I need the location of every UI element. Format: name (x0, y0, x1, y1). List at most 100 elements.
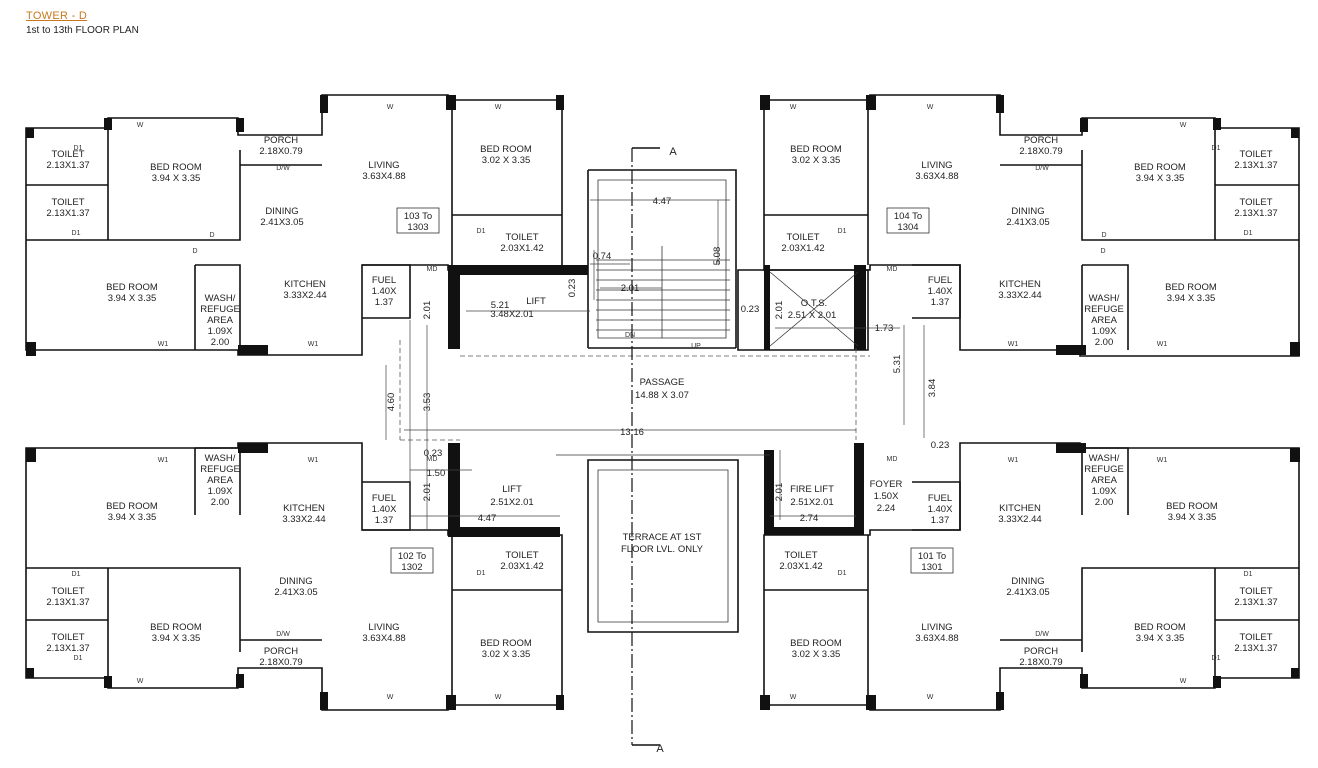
svg-text:D/W: D/W (276, 631, 290, 638)
dim-2.01-stair: 2.01 (621, 283, 640, 294)
ots-label: O.T.S.2.51 X 2.01 (788, 298, 837, 321)
svg-text:D: D (1100, 248, 1105, 255)
svg-text:UP: UP (691, 343, 701, 350)
dim-2.74: 2.74 (800, 513, 819, 524)
svg-text:D1: D1 (838, 228, 847, 235)
svg-text:W1: W1 (308, 341, 319, 348)
dim-4.47-top: 4.47 (653, 196, 672, 207)
svg-text:MD: MD (887, 456, 898, 463)
svg-text:D/W: D/W (1035, 631, 1049, 638)
floor-subtitle: 1st to 13th FLOOR PLAN (26, 25, 139, 36)
svg-text:W1: W1 (1008, 341, 1019, 348)
svg-text:W1: W1 (1157, 341, 1168, 348)
unit-104-walls (760, 94, 1300, 357)
section-marker-top: A (669, 146, 677, 158)
dim-0.23-stair: 0.23 (567, 279, 578, 298)
svg-text:D1: D1 (1244, 571, 1253, 578)
svg-text:D: D (1101, 232, 1106, 239)
dim-1.50: 1.50 (427, 468, 446, 479)
unit-103-walls (25, 94, 564, 356)
svg-text:W1: W1 (308, 457, 319, 464)
dim-0.23-ots: 0.23 (741, 304, 760, 315)
core-walls (399, 169, 870, 633)
dim-3.84: 3.84 (927, 379, 938, 398)
svg-text:W1: W1 (1157, 457, 1168, 464)
svg-text:W: W (790, 694, 797, 701)
svg-text:D1: D1 (74, 655, 83, 662)
svg-text:D1: D1 (72, 230, 81, 237)
plan-header: TOWER - D 1st to 13th FLOOR PLAN (26, 10, 139, 36)
svg-text:W: W (495, 694, 502, 701)
dim-5.31: 5.31 (892, 355, 903, 374)
unit-number-box (910, 547, 954, 574)
unit-102-walls (25, 442, 564, 711)
svg-text:D/W: D/W (1035, 165, 1049, 172)
svg-text:MD: MD (887, 266, 898, 273)
svg-text:MD: MD (427, 456, 438, 463)
svg-text:W: W (387, 694, 394, 701)
dim-13.16: 13.16 (620, 427, 644, 438)
svg-text:W1: W1 (158, 341, 169, 348)
section-line-a: A A (631, 146, 677, 755)
tower-title: TOWER - D (26, 10, 88, 22)
svg-text:D1: D1 (1212, 655, 1221, 662)
svg-text:W: W (387, 104, 394, 111)
svg-text:W: W (495, 104, 502, 111)
svg-text:W: W (1180, 122, 1187, 129)
svg-text:W1: W1 (1008, 457, 1019, 464)
svg-text:D1: D1 (74, 145, 83, 152)
svg-text:W: W (927, 694, 934, 701)
dim-1.73: 1.73 (875, 323, 894, 334)
dimension-labels: 4.47 0.74 5.08 0.23 2.01 5.21 0.23 2.01 … (386, 196, 949, 524)
dim-4.47-bottom: 4.47 (478, 513, 497, 524)
dim-0.23-left: 0.23 (424, 448, 443, 459)
svg-text:D1: D1 (1244, 230, 1253, 237)
